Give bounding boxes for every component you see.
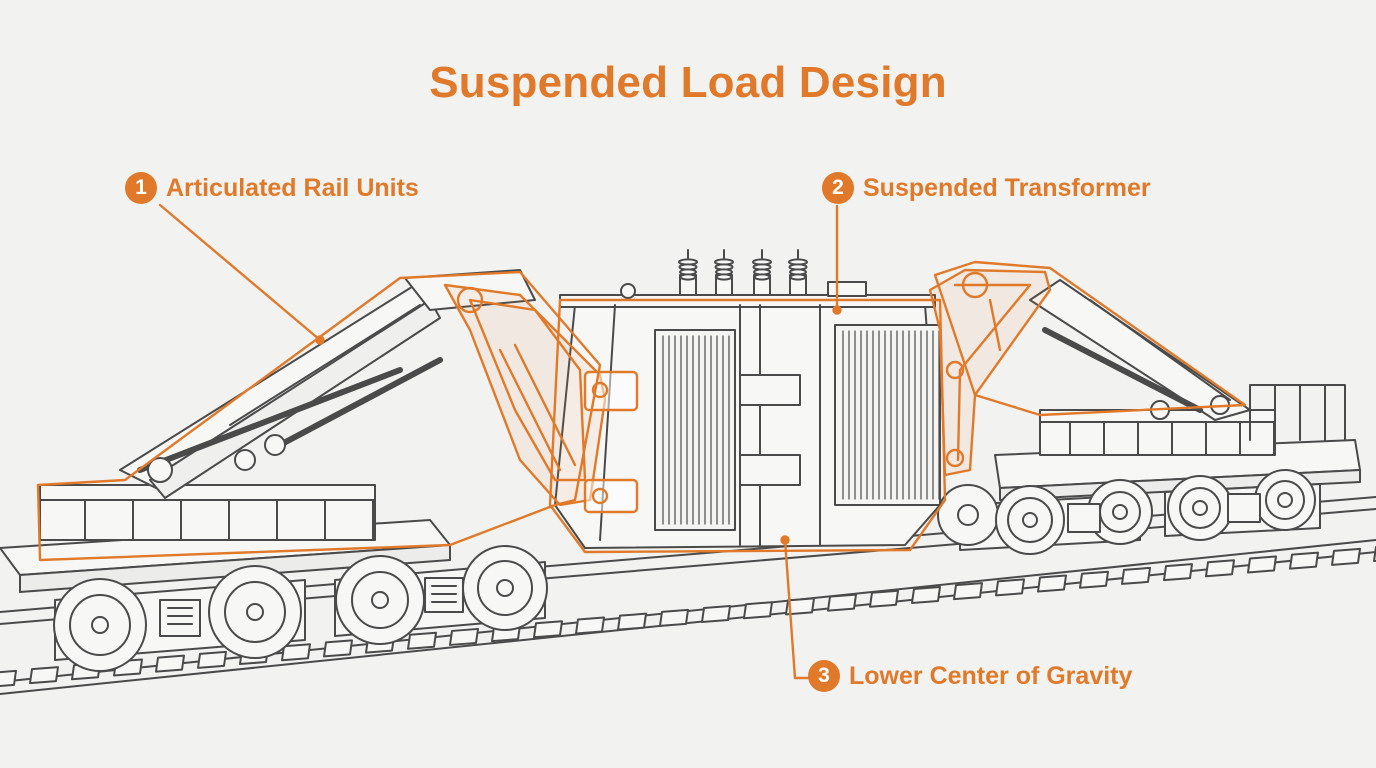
callout-label-2: Suspended Transformer [863,173,1151,202]
track-tie [743,601,773,620]
track-tie [29,666,59,685]
callout-suspended-transformer: 2 Suspended Transformer [822,172,1151,204]
track-tie [575,616,605,635]
track-tie [659,608,689,627]
left-deck-ribs [84,499,374,541]
track-tie [617,612,647,631]
callout-badge-1: 1 [125,172,157,204]
left-bogie-rear [334,545,548,645]
bushing [714,249,734,296]
track-tie [533,620,563,639]
left-suspension-link [443,283,639,514]
callout-badge-2: 2 [822,172,854,204]
callout-articulated-rail-units: 1 Articulated Rail Units [125,172,419,204]
bushing [788,249,808,296]
callout-badge-3: 3 [808,660,840,692]
leader-line-1 [158,203,322,342]
track-tie [869,589,899,608]
track-tie [1205,559,1235,578]
track-tie [407,631,437,650]
track-tie [785,597,815,616]
track-tie [995,578,1025,597]
right-railcar [937,279,1361,555]
track-tie [1163,563,1193,582]
track-tie [1289,551,1319,570]
left-unit-outline [36,270,602,562]
track-ties [0,545,1376,687]
track-tie [701,605,731,624]
track-tie [323,639,353,658]
track-tie [1079,570,1109,589]
bushing [752,249,772,296]
page-title: Suspended Load Design [429,58,947,107]
track-tie [155,654,185,673]
right-bogie-rear [1164,469,1321,541]
track-tie [1331,547,1361,566]
callout-label-1: Articulated Rail Units [166,173,419,202]
track-tie [911,585,941,604]
radiator-right [842,330,940,500]
track-tie [449,627,479,646]
track-tie [0,669,17,687]
track-tie [1247,555,1277,574]
track-tie [953,582,983,601]
track-tie [197,650,227,669]
transformer-outline [548,298,947,554]
leader-line-3 [783,538,814,680]
transformer-bushings [678,249,808,296]
track-tie [1037,574,1067,593]
right-bogie-front [937,479,1153,555]
track-tie [827,593,857,612]
radiator-left [662,335,730,525]
callout-label-3: Lower Center of Gravity [849,661,1133,690]
left-railcar [0,269,548,672]
right-suspension-link [928,268,1052,477]
transformer [554,249,941,549]
track-tie [281,643,311,662]
right-unit-outline [933,260,1247,417]
callout-lower-center-of-gravity: 3 Lower Center of Gravity [808,660,1132,692]
track-tie [1121,566,1151,585]
bushing [678,249,698,296]
left-bogie-front [53,565,306,672]
